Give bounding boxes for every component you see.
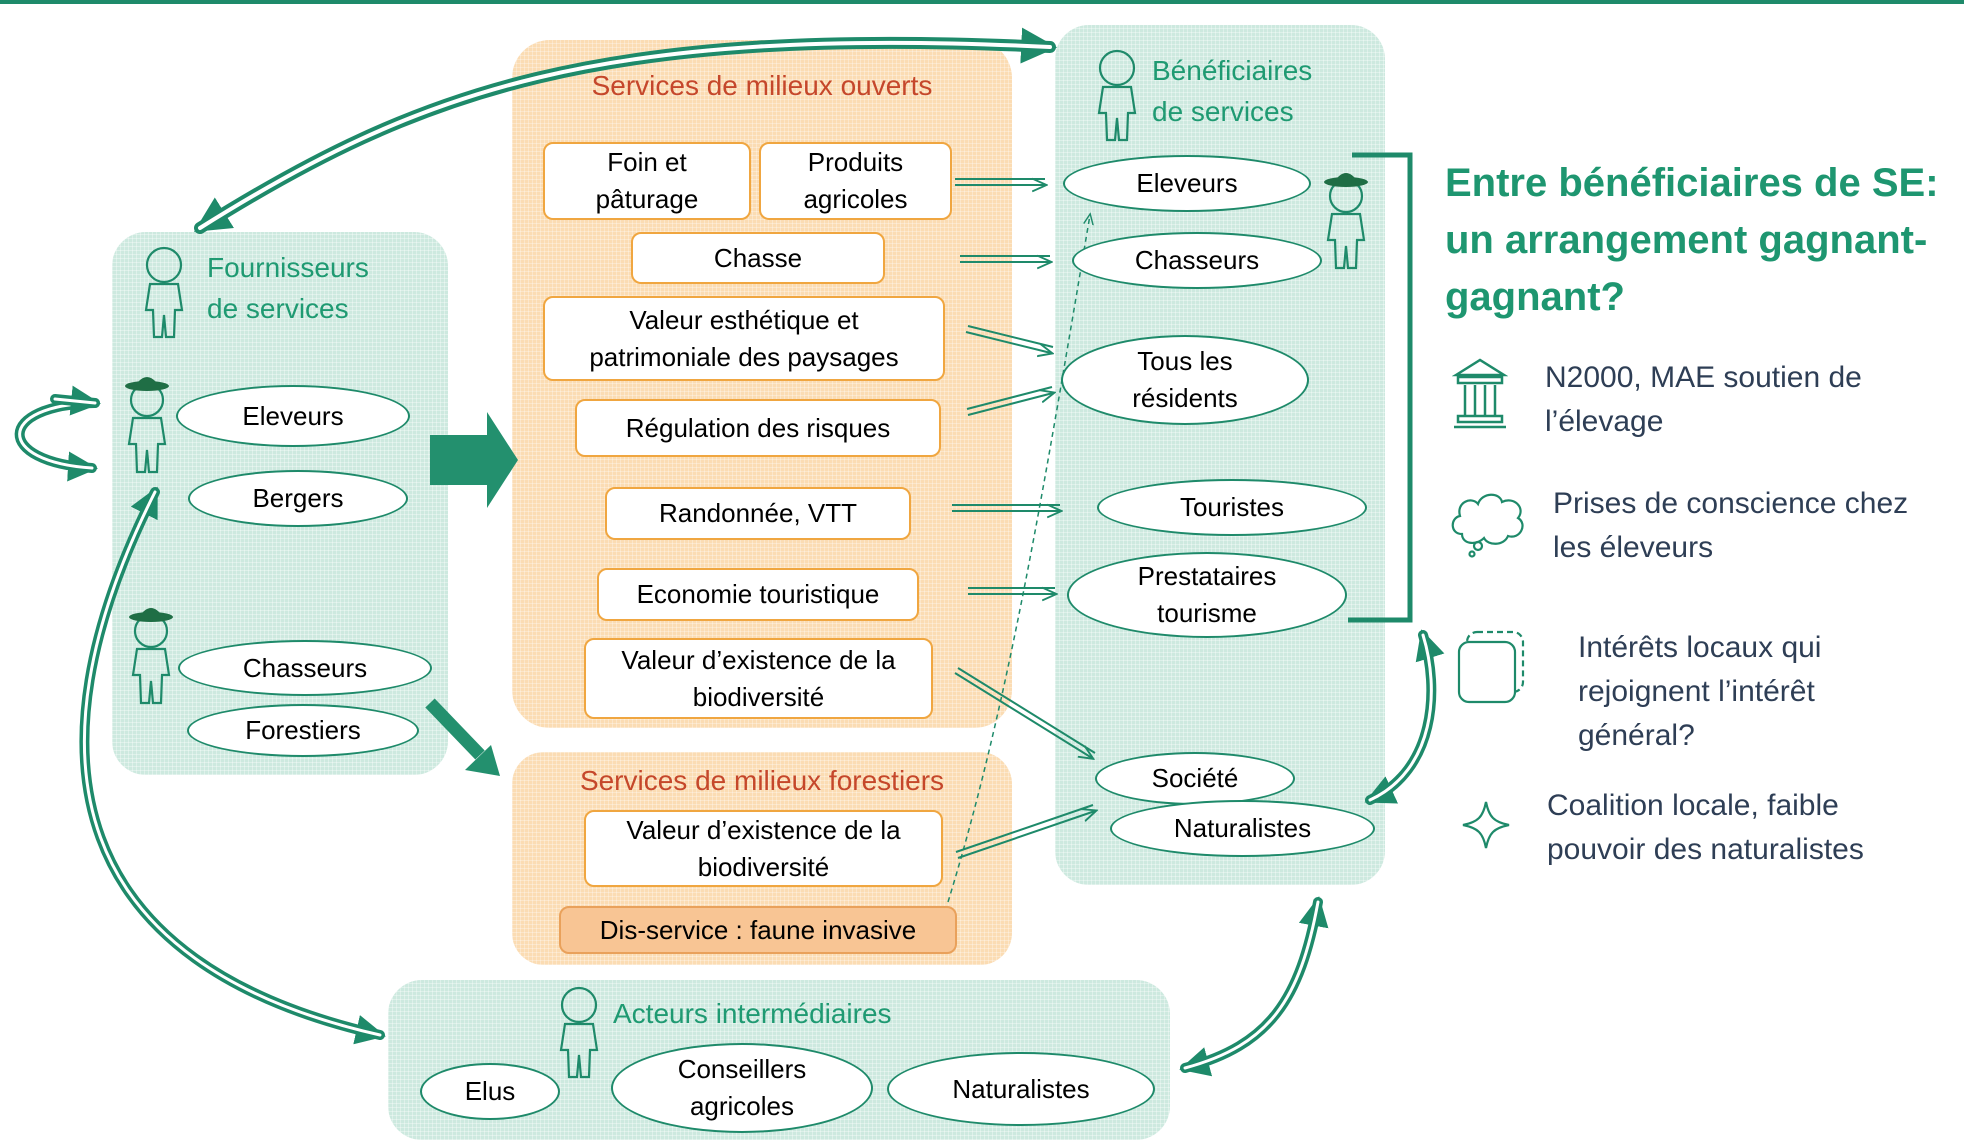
service-valeur-esthetique: Valeur esthétique et patrimoniale des pa…	[543, 296, 945, 381]
beneficiary-naturalistes: Naturalistes	[1110, 800, 1375, 857]
self-loop-arrow-providers	[14, 385, 101, 482]
service-produits-agricoles: Produits agricoles	[759, 142, 952, 220]
service-randonnee-vtt: Randonnée, VTT	[605, 487, 911, 540]
note-n2000: N2000, MAE soutien de l’élevage	[1545, 361, 1862, 438]
service-regulation-risques: Régulation des risques	[575, 399, 941, 457]
service-foin-paturage: Foin et pâturage	[543, 142, 751, 220]
person-icon	[144, 246, 184, 339]
person-icon	[559, 986, 599, 1079]
forest-services-title: Services de milieux forestiers	[579, 765, 945, 796]
note-prises-de-conscience: Prises de conscience chez les éleveurs	[1553, 487, 1909, 564]
note-coalition-locale: Coalition locale, faible pouvoir des nat…	[1547, 789, 1864, 866]
double-arrow-intermediaries-beneficiaries	[1179, 896, 1329, 1077]
service-valeur-existence-biodiversite: Valeur d’existence de la biodiversité	[584, 638, 933, 719]
open-services-title: Services de milieux ouverts	[591, 70, 933, 101]
farmer-with-hat-icon	[125, 377, 169, 474]
providers-title: Fournisseurs de services	[207, 252, 369, 324]
institution-icon	[1452, 358, 1508, 429]
beneficiaries-title: Bénéficiaires de services	[1152, 55, 1313, 127]
farmer-with-hat-icon	[129, 608, 173, 705]
thought-cloud-icon	[1451, 493, 1524, 558]
farmer-with-hat-icon	[1324, 173, 1368, 270]
side-title: Entre bénéficiaires de SE: un arrangemen…	[1445, 161, 1939, 319]
forest-service-valeur-existence-biodiversite: Valeur d’existence de la biodiversité	[584, 810, 943, 887]
service-economie-touristique: Economie touristique	[597, 568, 919, 621]
star-icon	[1462, 801, 1510, 849]
intermediary-elus: Elus	[420, 1063, 560, 1120]
beneficiary-chasseurs: Chasseurs	[1072, 232, 1322, 289]
person-icon	[1097, 49, 1137, 142]
beneficiary-eleveurs: Eleveurs	[1063, 155, 1311, 212]
service-chasse: Chasse	[631, 232, 885, 284]
provider-forestiers: Forestiers	[187, 704, 419, 757]
intermediary-conseillers-agricoles: Conseillers agricoles	[611, 1043, 873, 1133]
beneficiary-prestataires-tourisme: Prestataires tourisme	[1067, 552, 1347, 638]
intermediary-naturalistes: Naturalistes	[887, 1052, 1155, 1126]
note-interets-locaux: Intérêts locaux qui rejoignent l’intérêt…	[1578, 631, 1822, 752]
intermediaries-title: Acteurs intermédiaires	[613, 998, 892, 1029]
beneficiary-tous-les-residents: Tous les résidents	[1061, 335, 1309, 425]
provider-eleveurs: Eleveurs	[176, 385, 410, 447]
beneficiary-societe: Société	[1095, 752, 1295, 805]
beneficiary-touristes: Touristes	[1097, 479, 1367, 536]
provider-bergers: Bergers	[188, 470, 408, 527]
overlapping-squares-icon	[1457, 630, 1525, 704]
provider-chasseurs: Chasseurs	[178, 640, 432, 696]
disservice-faune-invasive: Dis-service : faune invasive	[559, 906, 957, 954]
top-border	[0, 0, 1964, 4]
